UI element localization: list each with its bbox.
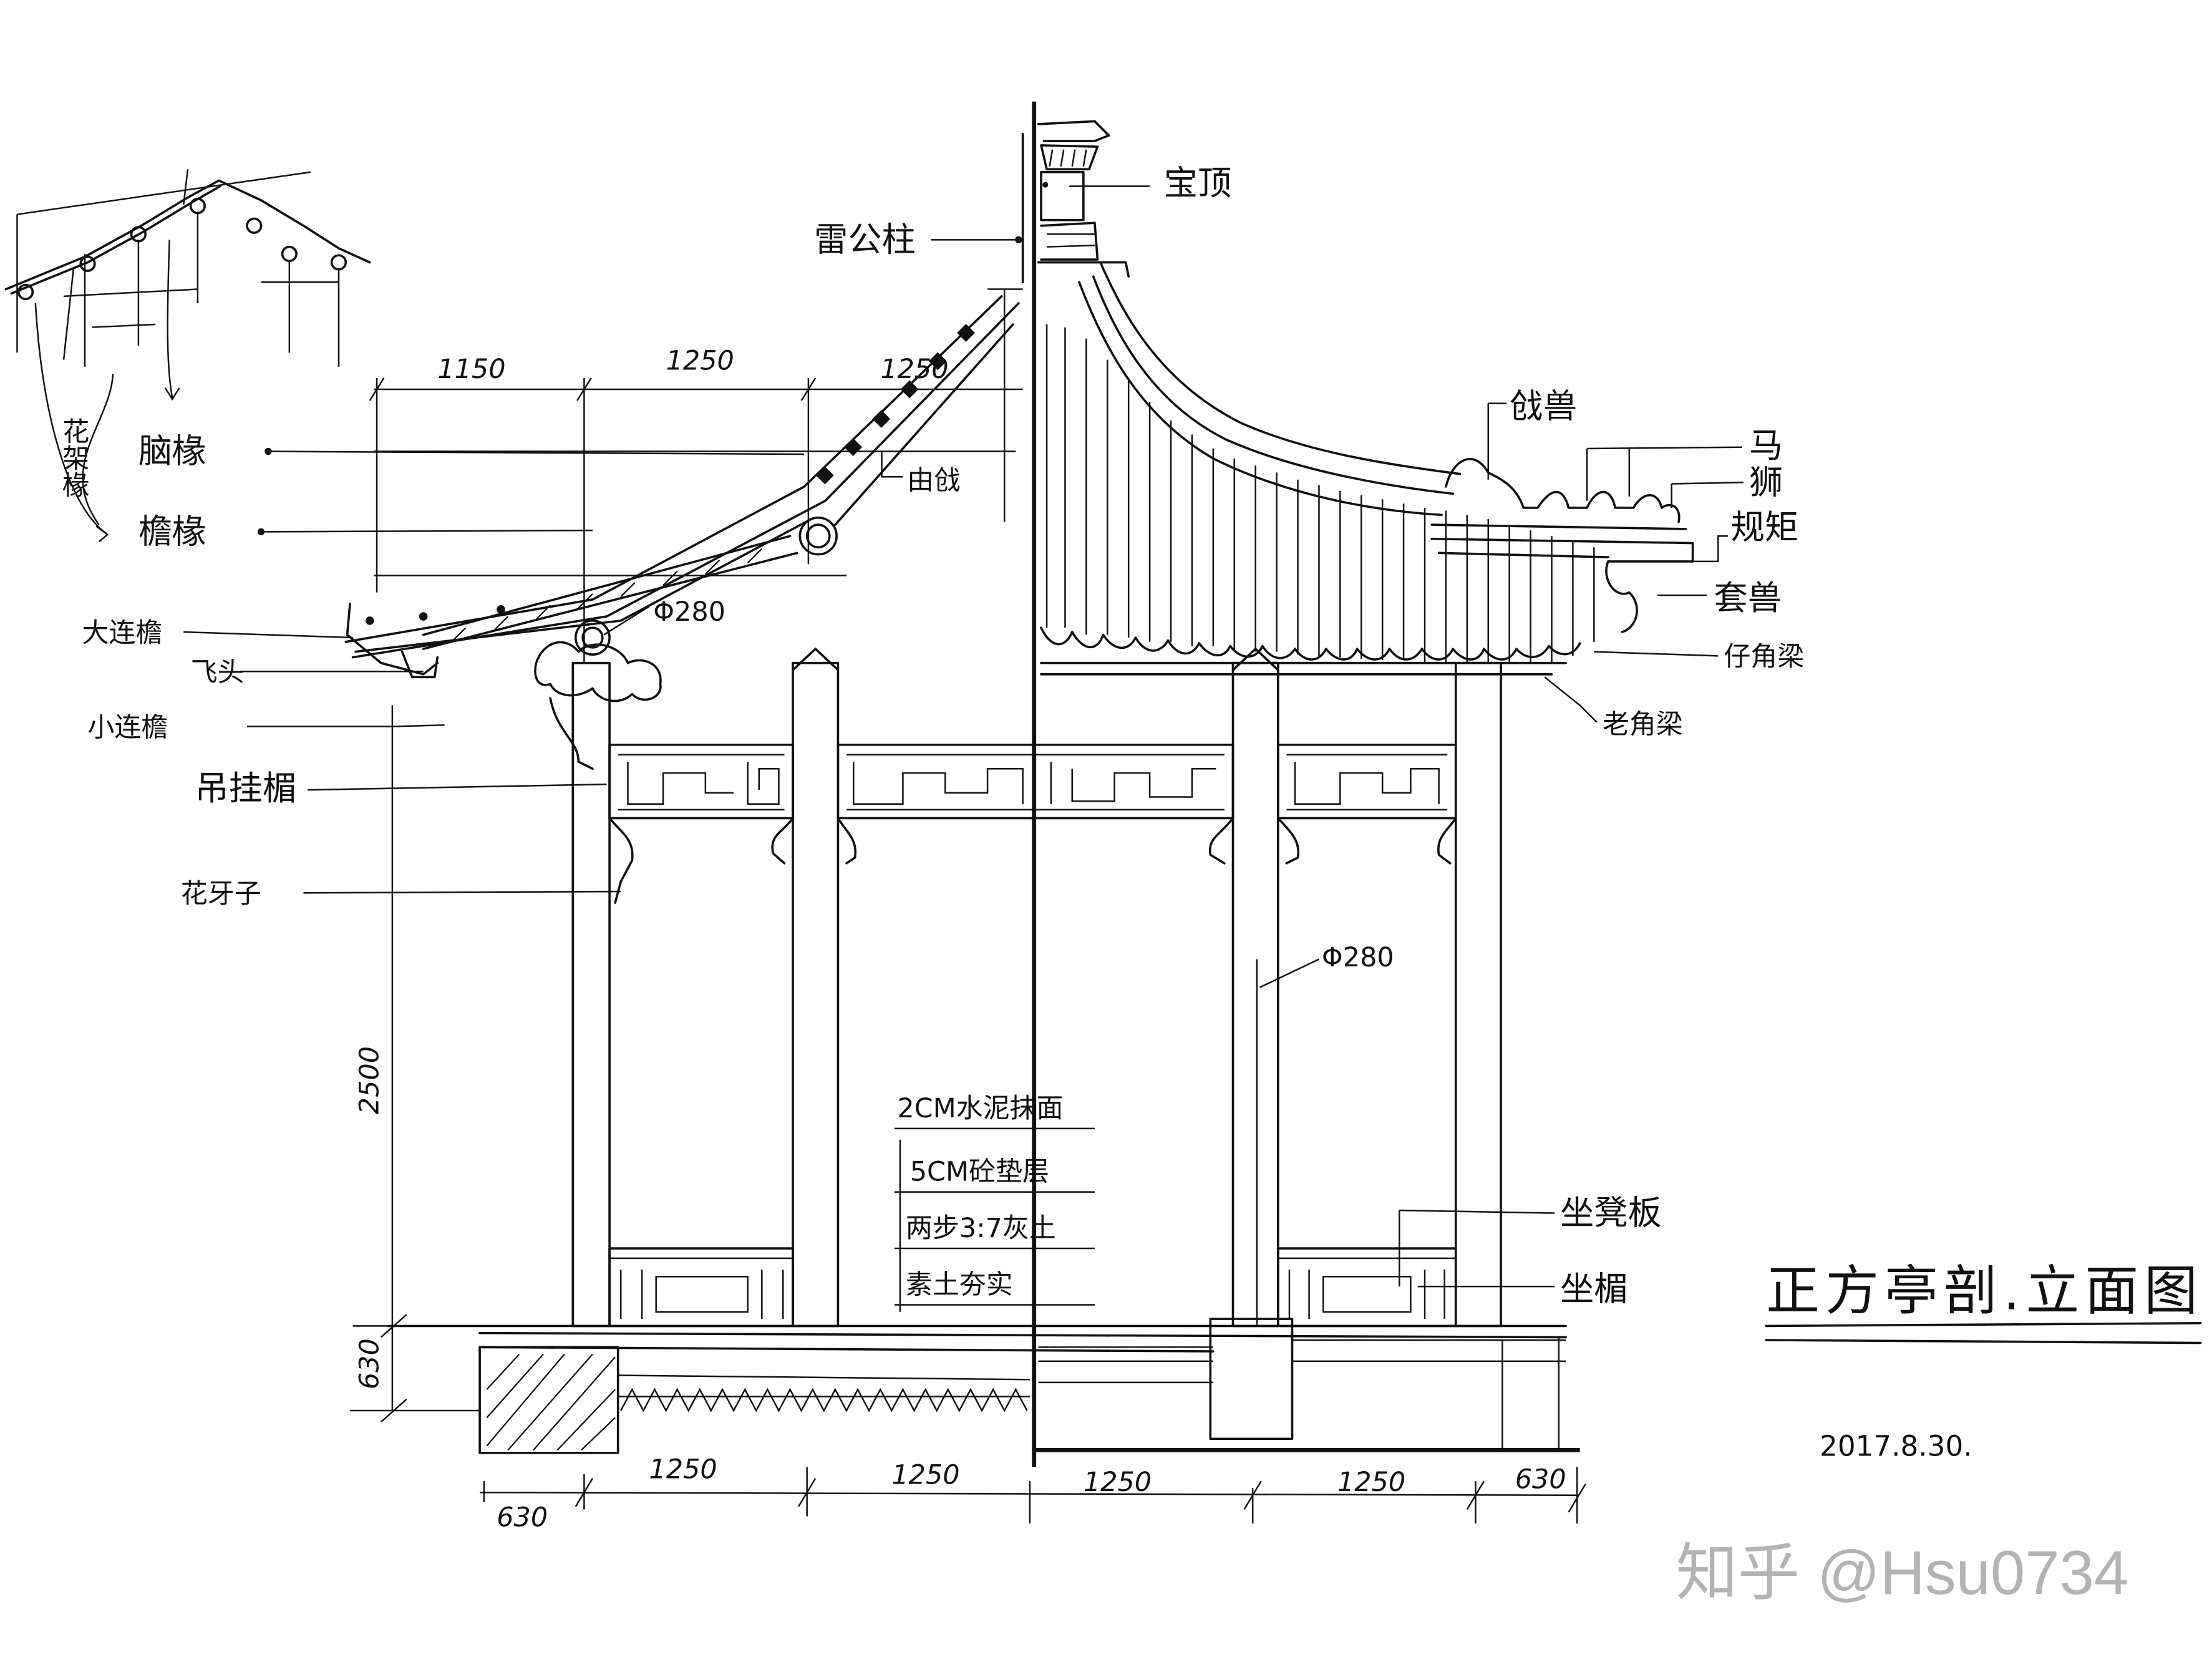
label-feitou: 飞头	[191, 657, 245, 688]
bottom-dim-3: 1250	[891, 1460, 959, 1491]
bottom-dim-1: 630	[497, 1502, 548, 1533]
label-yanchuan: 檐椽	[138, 512, 206, 552]
floor-layer-2: 5CM砼垫层	[910, 1157, 1049, 1188]
bottom-dim-6: 630	[1515, 1464, 1566, 1495]
label-qiangshou: 戗兽	[1510, 386, 1578, 425]
label-shi: 狮	[1749, 462, 1783, 502]
bottom-dim-5: 1250	[1337, 1467, 1405, 1498]
bottom-dim-4: 1250	[1084, 1467, 1152, 1498]
top-dim-2: 1250	[666, 345, 734, 376]
top-dim-3: 1250	[880, 354, 948, 385]
label-column-dia-upper: Φ280	[653, 596, 725, 628]
bottom-dim-2: 1250	[649, 1454, 717, 1485]
dim-base-height: 630	[354, 1338, 385, 1389]
platform-base	[387, 1318, 1580, 1454]
label-diaoguamei: 吊挂楣	[195, 769, 296, 808]
label-baoding: 宝顶	[1164, 163, 1232, 203]
bottom-dimension-line	[480, 1467, 1586, 1524]
floor-layer-4: 素土夯实	[906, 1269, 1013, 1300]
label-column-dia-lower: Φ280	[1322, 942, 1394, 973]
floor-layer-3: 两步3:7灰土	[906, 1213, 1056, 1244]
label-xiaolianyan: 小连檐	[88, 712, 168, 743]
top-dimension-line	[369, 377, 1023, 663]
lattice-frieze	[608, 744, 1457, 904]
label-youqiang: 由戗	[907, 465, 961, 497]
label-ma: 马	[1749, 426, 1783, 465]
drawing-title: 正方亭剖.立面图	[1766, 1260, 2203, 1322]
vertical-dimension-line	[350, 705, 480, 1423]
label-zuomei: 坐楣	[1560, 1270, 1628, 1309]
label-laojiaoliang: 老角梁	[1603, 709, 1683, 741]
floor-layer-1: 2CM水泥抹面	[897, 1093, 1063, 1124]
label-zuodengban: 坐凳板	[1560, 1193, 1662, 1233]
roof-elevation-right	[1040, 261, 1694, 676]
column-left-inner	[792, 661, 840, 1328]
label-leigongzhu: 雷公柱	[814, 220, 916, 259]
dim-column-height: 2500	[354, 1046, 385, 1114]
finial	[987, 120, 1130, 522]
drawing-date: 2017.8.30.	[1820, 1429, 1972, 1462]
roof-section-left	[344, 295, 1020, 770]
column-right-inner	[1231, 661, 1279, 1328]
label-guiju: 规矩	[1731, 508, 1798, 547]
top-dim-1: 1150	[437, 354, 505, 385]
watermark: 知乎 @Hsu0734	[1676, 1538, 2128, 1608]
roof-tile-columns	[1045, 324, 1595, 663]
column-right-outer	[1454, 661, 1502, 1328]
label-dalianyan: 大连檐	[82, 618, 162, 649]
roof-framing-sketch	[4, 169, 371, 543]
label-huayazi: 花牙子	[181, 878, 261, 910]
floor-layer-callout	[894, 1127, 1095, 1312]
label-huajiachuan: 花架椽	[58, 417, 89, 498]
label-naochuan: 脑椽	[138, 432, 206, 471]
label-taoshou: 套兽	[1714, 578, 1782, 618]
label-zijiaoliang: 仔角梁	[1724, 641, 1804, 673]
